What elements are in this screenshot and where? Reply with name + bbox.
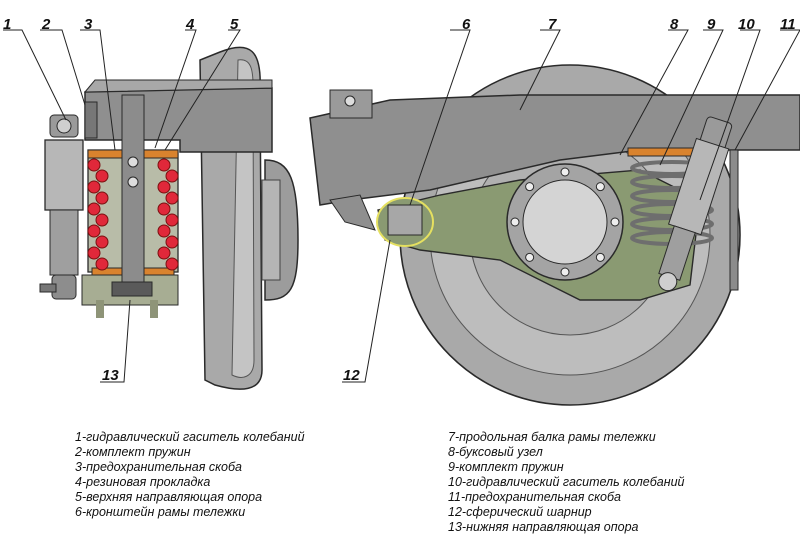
spring-coil — [95, 191, 109, 205]
legend-item: 10-гидравлический гаситель колебаний — [448, 475, 685, 489]
bolt — [525, 252, 535, 262]
legend-item: 8-буксовый узел — [448, 445, 543, 459]
callout-9: 9 — [707, 16, 716, 33]
spring-coil — [165, 235, 179, 249]
bolt — [525, 182, 535, 192]
callout-6: 6 — [462, 16, 471, 33]
leader-lines — [3, 29, 800, 383]
spring-coil — [95, 257, 109, 271]
spring-coil — [87, 246, 101, 260]
left-section-view — [39, 46, 299, 390]
spring-coil — [165, 213, 179, 227]
spring-coil — [157, 180, 171, 194]
spring-coil-shape — [87, 158, 179, 271]
spring-coil — [87, 224, 101, 238]
spring-coil — [95, 213, 109, 227]
callout-4: 4 — [186, 16, 195, 33]
callout-1: 1 — [3, 16, 12, 33]
legend-item: 6-кронштейн рамы тележки — [75, 505, 246, 519]
spring-coil — [157, 202, 171, 216]
legend-item: 3-предохранительная скоба — [75, 460, 242, 474]
spring-coil — [165, 191, 179, 205]
frame-beam-shape — [83, 79, 273, 153]
callout-10: 10 — [738, 16, 755, 33]
callout-12: 12 — [343, 367, 360, 384]
legend-item: 1-гидравлический гаситель колебаний — [75, 430, 305, 444]
callout-13: 13 — [102, 367, 119, 384]
callout-3: 3 — [84, 16, 93, 33]
bolt — [560, 267, 570, 277]
right-side-view — [309, 64, 800, 406]
spring-coil — [157, 224, 171, 238]
legend-right: 7-продольная балка рамы тележки 8-буксов… — [448, 430, 685, 535]
callout-11: 11 — [780, 16, 796, 33]
spring-coil — [165, 257, 179, 271]
legend-item: 13-нижняя направляющая опора — [448, 520, 639, 534]
callout-7: 7 — [548, 16, 557, 33]
spring-coil — [95, 235, 109, 249]
spring-coil — [157, 158, 171, 172]
bolt — [510, 217, 520, 227]
bolt — [595, 182, 605, 192]
callout-2: 2 — [42, 16, 51, 33]
spring-coil — [87, 158, 101, 172]
spring-coil — [157, 246, 171, 260]
spring-coil — [87, 180, 101, 194]
bolt — [595, 252, 605, 262]
legend-item: 4-резиновая прокладка — [75, 475, 211, 489]
spring-coil — [165, 169, 179, 183]
damper-shape — [39, 114, 84, 300]
legend-item: 12-сферический шарнир — [448, 505, 592, 519]
axlebox-shape — [506, 163, 624, 281]
legend-item: 9-комплект пружин — [448, 460, 564, 474]
guide-rod — [111, 94, 153, 297]
spring-coil — [95, 169, 109, 183]
legend-item: 11-предохранительная скоба — [448, 490, 621, 504]
callout-5: 5 — [230, 16, 239, 33]
legend-item: 5-верхняя направляющая опора — [75, 490, 263, 504]
bolt — [560, 167, 570, 177]
legend-item: 7-продольная балка рамы тележки — [448, 430, 656, 444]
legend-left: 1-гидравлический гаситель колебаний 2-ко… — [75, 430, 305, 520]
spring-coil — [87, 202, 101, 216]
callout-8: 8 — [670, 16, 679, 33]
bolt — [610, 217, 620, 227]
legend-item: 2-комплект пружин — [75, 445, 191, 459]
bogie-suspension-drawing — [3, 29, 800, 406]
